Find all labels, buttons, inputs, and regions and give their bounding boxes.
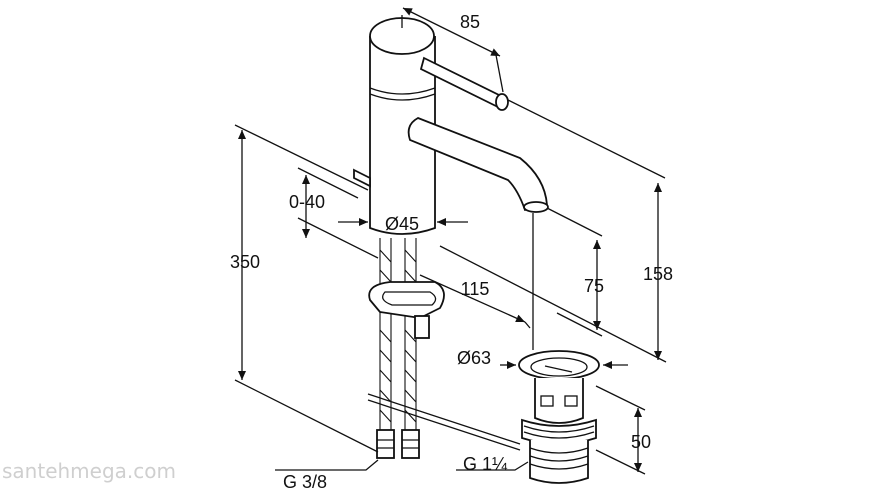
lever-handle [419, 56, 509, 111]
watermark: santehmega.com [2, 459, 176, 483]
dim-body-diameter: Ø45 [385, 214, 419, 234]
label-hose-thread: G 3/8 [283, 472, 327, 492]
dim-spout-height: 75 [584, 276, 604, 296]
mounting-bracket [368, 281, 445, 339]
dim-pop-up-travel: 0-40 [289, 192, 325, 212]
linkage-rod [367, 393, 521, 451]
dim-waste-height: 50 [631, 432, 651, 452]
dim-waste-diameter: Ø63 [457, 348, 491, 368]
waste-valve [518, 350, 600, 484]
dim-total-height: 350 [230, 252, 260, 272]
supply-hoses [376, 238, 420, 459]
pop-up-rod [353, 168, 371, 188]
label-waste-thread: G 1¼ [463, 454, 508, 474]
dimension-lines [234, 7, 667, 475]
dim-overall-height: 158 [643, 264, 673, 284]
spout [407, 117, 549, 213]
dim-hose-offset: 115 [461, 279, 490, 299]
dim-spout-reach: 85 [460, 12, 480, 32]
